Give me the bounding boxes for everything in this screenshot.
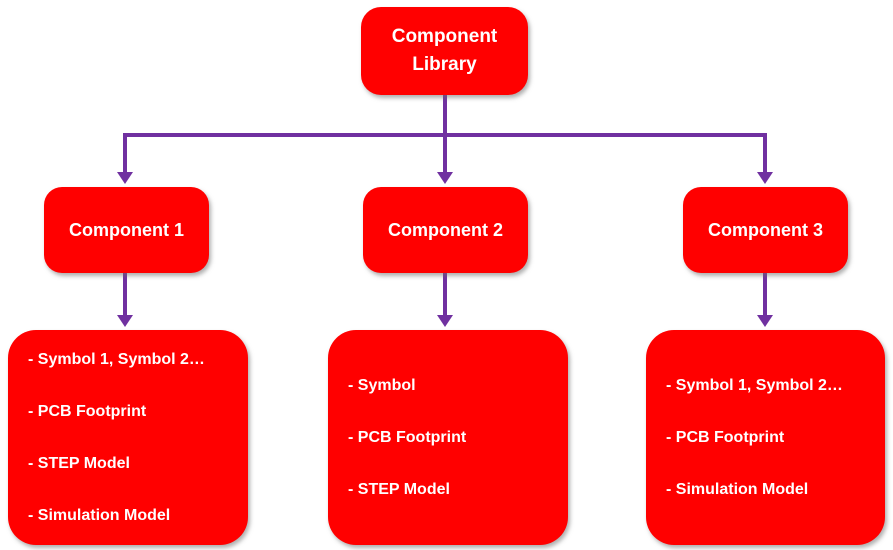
detail-box-component-3: - Symbol 1, Symbol 2… - PCB Footprint - … (646, 330, 885, 545)
detail-box-component-2: - Symbol - PCB Footprint - STEP Model (328, 330, 568, 545)
detail-arrow-component-3 (757, 273, 773, 327)
detail-item: - Symbol 1, Symbol 2… (28, 350, 205, 368)
detail-item: - Symbol 1, Symbol 2… (666, 376, 843, 394)
detail-item: - Symbol (348, 376, 416, 394)
detail-arrow-component-1 (117, 273, 133, 327)
detail-item: - PCB Footprint (348, 428, 467, 446)
detail-item: - STEP Model (348, 481, 450, 499)
detail-box-component-1: - Symbol 1, Symbol 2… - PCB Footprint - … (8, 330, 248, 545)
detail-item: - PCB Footprint (28, 402, 147, 420)
root-connector (123, 95, 767, 137)
node-component-1: Component 1 (44, 187, 209, 273)
node-component-3-label: Component 3 (708, 219, 823, 240)
branch-arrow-component-3 (757, 133, 773, 184)
detail-item: - Simulation Model (666, 481, 809, 499)
node-component-2-label: Component 2 (388, 219, 503, 240)
branch-arrow-component-1 (117, 133, 133, 184)
detail-item: - STEP Model (28, 455, 130, 472)
branch-arrow-component-2 (437, 135, 453, 184)
root-node-label: Component Library (391, 26, 498, 75)
detail-arrow-component-2 (437, 273, 453, 327)
detail-item: - PCB Footprint (666, 428, 785, 446)
detail-item: - Simulation Model (28, 507, 171, 525)
node-component-1-label: Component 1 (69, 219, 184, 240)
root-node-component-library: Component Library (361, 7, 528, 95)
node-component-3: Component 3 (683, 187, 848, 273)
node-component-2: Component 2 (363, 187, 528, 273)
